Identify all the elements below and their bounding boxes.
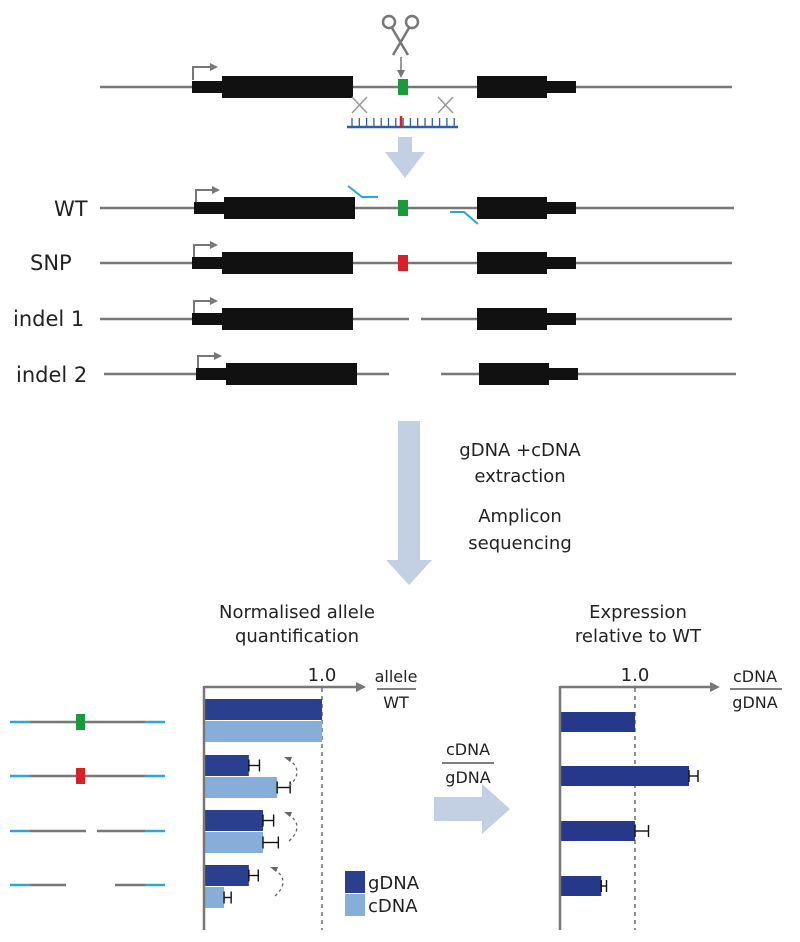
process-arrow-large — [386, 421, 432, 585]
target-site-wt — [398, 79, 408, 95]
shift-arrows — [273, 758, 298, 898]
bar-expression-snp — [560, 766, 689, 786]
right-chart-title-1: Expression — [589, 602, 687, 623]
cross-icon — [351, 96, 454, 114]
left-chart-axis-den: WT — [383, 693, 409, 712]
repair-template — [347, 116, 458, 129]
bar-gdna-wt — [204, 699, 322, 720]
utr-5 — [192, 81, 224, 93]
bar-cdna-indel-1 — [204, 832, 263, 853]
primer-forward — [347, 185, 378, 198]
allele-label-snp: SNP — [30, 251, 72, 275]
left-chart: Normalised allele quantification 1.0 all… — [202, 602, 420, 930]
scissors-icon — [381, 14, 420, 78]
promoter-arrow-icon — [192, 66, 212, 80]
bar-cdna-indel-2 — [204, 887, 225, 908]
bar-gdna-indel-2 — [204, 865, 249, 886]
legend: gDNA cDNA — [345, 871, 420, 917]
allele-row-indel-2: indel 2 — [16, 352, 736, 387]
legend-label-gdna: gDNA — [368, 873, 420, 894]
ratio-arrow — [434, 784, 510, 834]
left-chart-title-1: Normalised allele — [219, 602, 375, 623]
process-step3: Amplicon — [478, 506, 562, 527]
ratio-num: cDNA — [446, 740, 490, 759]
bar-cdna-snp — [204, 777, 278, 798]
bar-cdna-wt — [204, 721, 322, 742]
site-wt — [398, 200, 408, 216]
allele-label-indel-2: indel 2 — [16, 363, 87, 387]
allele-label-wt: WT — [54, 197, 88, 221]
legend-swatch-gdna — [345, 871, 365, 893]
allele-row-wt: WT — [54, 185, 734, 225]
mini-allele-wt — [10, 714, 165, 730]
primer-reverse — [450, 211, 479, 225]
mini-allele-snp — [10, 768, 165, 784]
bar-gdna-snp — [204, 755, 249, 776]
exon-1 — [222, 76, 353, 98]
right-chart-axis-den: gDNA — [732, 693, 777, 712]
right-chart: Expression relative to WT 1.0 cDNA gDNA — [558, 602, 782, 930]
allele-row-indel-1: indel 1 — [13, 297, 732, 331]
mini-alleles — [10, 714, 165, 887]
process-step: gDNA +cDNA extraction Amplicon sequencin… — [386, 421, 581, 585]
allele-label-indel-1: indel 1 — [13, 307, 84, 331]
bar-expression-indel-1 — [560, 821, 635, 841]
right-chart-axis-num: cDNA — [733, 667, 777, 686]
top-gene-model — [100, 14, 732, 178]
process-arrow-small — [385, 137, 425, 178]
site-snp — [398, 255, 408, 271]
promoter-arrow-icon — [193, 244, 212, 257]
right-chart-title-2: relative to WT — [575, 626, 702, 647]
process-step2: extraction — [474, 466, 565, 487]
ratio-den: gDNA — [445, 768, 490, 787]
bar-expression-wt — [560, 712, 635, 732]
legend-label-cdna: cDNA — [368, 896, 418, 917]
allele-rows: WT SNP indel 1 — [13, 185, 736, 387]
allele-row-snp: SNP — [30, 241, 732, 275]
right-chart-tick-label: 1.0 — [621, 665, 650, 686]
promoter-arrow-icon — [193, 300, 212, 313]
promoter-arrow-icon — [197, 355, 216, 368]
utr-3 — [545, 81, 576, 93]
left-chart-title-2: quantification — [235, 626, 359, 647]
left-chart-axis-num: allele — [375, 667, 418, 686]
promoter-arrow-icon — [195, 189, 214, 202]
left-chart-tick-label: 1.0 — [308, 665, 337, 686]
legend-swatch-cdna — [345, 894, 365, 916]
ratio-step: cDNA gDNA — [434, 740, 510, 834]
bar-gdna-indel-1 — [204, 810, 263, 831]
process-step4: sequencing — [468, 533, 572, 554]
exon-2 — [477, 76, 547, 98]
process-step1: gDNA +cDNA — [459, 440, 581, 461]
bar-expression-indel-2 — [560, 876, 602, 896]
